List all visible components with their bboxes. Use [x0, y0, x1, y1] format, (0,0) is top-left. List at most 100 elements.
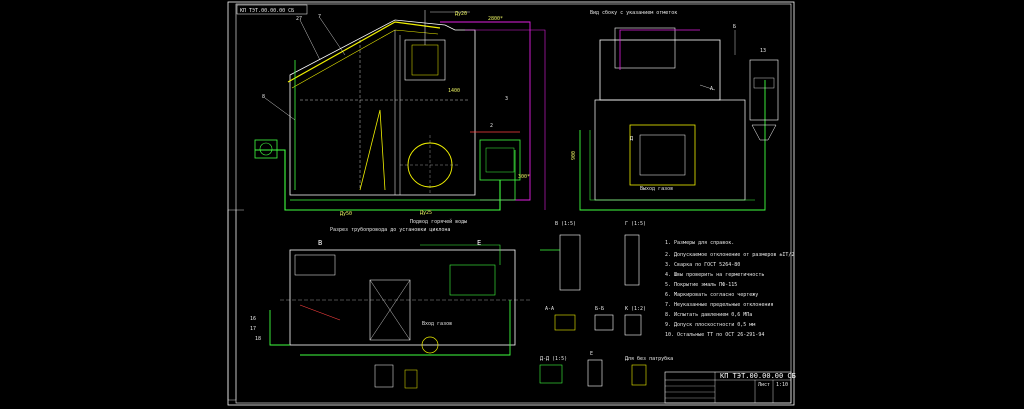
side-pipe-green: [579, 80, 766, 211]
dim-1400: 1400: [448, 88, 460, 94]
cabinet-base: [751, 124, 777, 141]
caption-section-e: Д-Д (1:5): [540, 356, 567, 362]
top-stamp: [236, 4, 308, 15]
roof-line: [287, 21, 441, 83]
caption-section-d: Г (1:5): [625, 221, 646, 227]
pump-right: [479, 139, 521, 181]
note-line-7: 8. Испытать давлением 0,6 МПа: [665, 312, 752, 318]
callout-13: 13: [760, 48, 766, 54]
side-top-unit: [614, 27, 676, 69]
control-cabinet: [749, 59, 779, 121]
caption-section-b: Б-Б: [595, 306, 604, 312]
side-door: [629, 124, 696, 186]
burner-top: [404, 39, 446, 81]
side-view: Вид сбоку с указанием отметок: [579, 9, 779, 211]
plan-valve-group: [449, 264, 496, 296]
title-block-frame: [664, 371, 792, 404]
detail-note-body: [631, 364, 647, 386]
dim-300: 300*: [518, 174, 530, 180]
detail-d-body: [624, 234, 640, 286]
note-line-6: 7. Неуказанные предельные отклонения: [665, 302, 773, 308]
technical-notes: 1. Размеры для справок. 2. Допускаемое о…: [665, 240, 794, 338]
pipe-lower-green: [255, 149, 501, 211]
plan-flange: [421, 336, 439, 354]
pump-left: [254, 139, 278, 159]
caption-lower-left: Разрез трубопровода до установки циклона: [330, 226, 450, 233]
dim-du20: Ду20: [455, 11, 467, 17]
note-line-1: 2. Допускаемое отклонение от размеров ±I…: [665, 252, 794, 258]
body-outline: [289, 19, 476, 196]
note-line-2: 3. Сварка по ГОСТ 5264-80: [665, 262, 740, 268]
plan-support: [404, 369, 418, 389]
side-door-inner: [639, 134, 686, 176]
caption-detail-k: К (1:2): [625, 306, 646, 312]
sheet-inner-frame: [235, 3, 792, 404]
top-stamp-text: КП ТЭТ.00.00.00 СБ: [240, 8, 294, 14]
callout-3: 3: [505, 96, 508, 102]
side-body: [599, 39, 721, 101]
pump-left-motor: [259, 142, 273, 156]
pipe-route-magenta: [440, 21, 531, 201]
callout-18: 18: [255, 336, 261, 342]
dim-2800: 2800*: [488, 16, 503, 22]
leader-A: [699, 84, 716, 91]
plan-stand: [374, 364, 394, 388]
note-line-9: 10. Остальные ТТ по ОСТ 26-291-94: [665, 332, 764, 338]
label-B: Б: [733, 24, 736, 30]
callout-8: 8: [262, 94, 265, 100]
leader-8: [264, 97, 296, 121]
title-block-code: КП ТЭТ.00.00.00 СБ: [720, 372, 796, 380]
plan-pipe-green: [269, 310, 290, 346]
sheet-border: [227, 1, 795, 406]
front-view: [254, 10, 546, 211]
left-margin-box: [227, 209, 237, 401]
caption-detail-note: Для без патрубка: [625, 355, 673, 362]
pipe-lower-green-2: [290, 150, 516, 201]
plan-diag-2: [369, 279, 411, 341]
title-block: КП ТЭТ.00.00.00 СБ Лист 1:10: [664, 371, 796, 404]
detail-a-body: [554, 314, 576, 331]
detail-f-body: [587, 359, 603, 387]
label-A: А: [710, 86, 713, 92]
title-block-sheet: Лист: [758, 382, 770, 388]
title-block-scale: 1:10: [776, 382, 788, 388]
dim-900: 900: [571, 151, 577, 160]
callout-2: 2: [490, 123, 493, 129]
note-line-3: 4. Швы проверить на герметичность: [665, 272, 764, 278]
dim-du25: Ду25: [420, 210, 432, 216]
diagonal-brace: [359, 109, 386, 191]
label-V: В: [318, 239, 322, 247]
callout-16: 16: [250, 316, 256, 322]
tag-hot-water: Подвод горячей воды: [410, 219, 467, 225]
plan-pipe-green-2: [300, 300, 511, 356]
leader-7: [319, 17, 346, 56]
side-pipe-green-2: [589, 130, 755, 201]
dim-du50: Ду50: [340, 211, 352, 217]
callout-27: 27: [296, 16, 302, 22]
caption-top-right: Вид сбоку с указанием отметок: [590, 9, 677, 16]
control-panel: [753, 77, 775, 89]
detail-k-body: [624, 314, 642, 336]
pipe-route-magenta-2: [465, 29, 546, 210]
note-line-4: 5. Покрытие эмаль ПФ-115: [665, 282, 737, 288]
callout-17: 17: [250, 326, 256, 332]
caption-section-a: А-А: [545, 306, 554, 312]
caption-section-f: Е: [590, 351, 593, 357]
note-line-5: 6. Маркировать согласно чертежу: [665, 292, 758, 298]
pump-right-inner: [485, 147, 515, 173]
plan-body: [289, 249, 516, 346]
plan-pipe-green-3: [420, 244, 501, 265]
burner-top-inner: [411, 44, 439, 76]
detail-views: В (1:5) Г (1:5) А-А Б-Б Д-Д (1:5) Е К (1…: [539, 221, 673, 387]
detail-e-body: [539, 364, 563, 384]
note-line-8: 9. Допуск плоскостности 0,5 мм: [665, 322, 755, 328]
detail-b-body: [594, 314, 614, 331]
label-D: Д: [630, 136, 633, 142]
detail-c-body: [559, 234, 581, 291]
label-E: Е: [477, 239, 481, 247]
plan-hatch-area: [294, 254, 336, 276]
side-pipe-magenta: [619, 29, 700, 70]
plan-red-line: [299, 304, 341, 321]
plan-view: [269, 244, 530, 389]
